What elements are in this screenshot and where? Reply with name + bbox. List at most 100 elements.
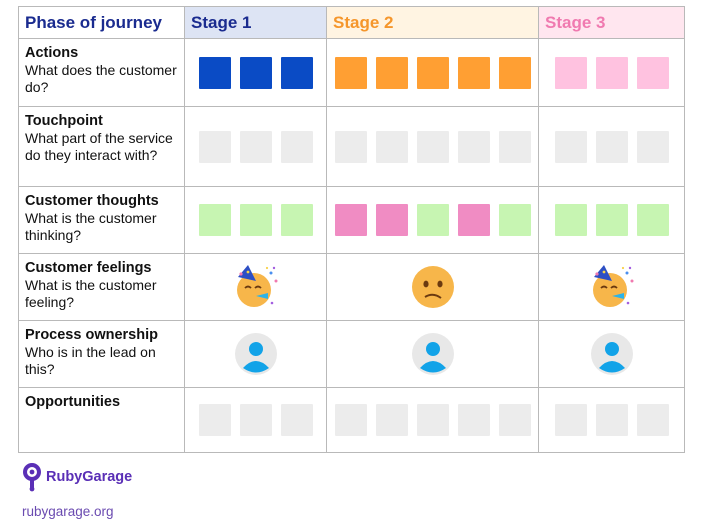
stage-2-header: Stage 2 bbox=[326, 6, 539, 39]
brand-name: RubyGarage bbox=[46, 469, 133, 485]
sticky-note-grey bbox=[280, 130, 313, 163]
row-label: Opportunities bbox=[18, 387, 185, 453]
stage-1-header: Stage 1 bbox=[184, 6, 327, 39]
row-title: Customer feelings bbox=[25, 260, 152, 276]
sticky-note-orange bbox=[334, 56, 367, 89]
row-title: Process ownership bbox=[25, 327, 158, 343]
cell-actions-stage-2 bbox=[326, 38, 539, 107]
cell-ownership-stage-2 bbox=[326, 320, 539, 388]
sticky-note-green bbox=[498, 204, 531, 236]
cell-feelings-stage-3 bbox=[538, 253, 685, 321]
sticky-note-green bbox=[554, 204, 587, 236]
cell-thoughts-stage-1 bbox=[184, 186, 327, 254]
sticky-note-grey bbox=[198, 404, 231, 436]
row-label: Actions What does the customer do? bbox=[18, 38, 185, 107]
sticky-note-pink bbox=[636, 56, 669, 89]
user-avatar-icon bbox=[590, 333, 633, 375]
row-label: Customer feelings What is the customer f… bbox=[18, 253, 185, 321]
cell-actions-stage-3 bbox=[538, 38, 685, 107]
sticky-note-grey bbox=[554, 404, 587, 436]
sticky-note-grey bbox=[239, 130, 272, 163]
user-avatar-icon bbox=[411, 333, 454, 375]
sticky-note-magenta bbox=[334, 204, 367, 236]
sticky-note-orange bbox=[498, 56, 531, 89]
stage-3-header: Stage 3 bbox=[538, 6, 685, 39]
sticky-note-grey bbox=[239, 404, 272, 436]
sticky-note-grey bbox=[457, 404, 490, 436]
cell-thoughts-stage-3 bbox=[538, 186, 685, 254]
cell-opportunities-stage-1 bbox=[184, 387, 327, 453]
cell-ownership-stage-1 bbox=[184, 320, 327, 388]
sticky-note-grey bbox=[334, 130, 367, 163]
cell-thoughts-stage-2 bbox=[326, 186, 539, 254]
row-description: What is the customer thinking? bbox=[25, 210, 157, 243]
row-label: Process ownership Who is in the lead on … bbox=[18, 320, 185, 388]
row-customer-feelings: Customer feelings What is the customer f… bbox=[18, 253, 685, 321]
row-title: Customer thoughts bbox=[25, 193, 159, 209]
sticky-note-green bbox=[198, 204, 231, 236]
sticky-note-green bbox=[416, 204, 449, 236]
sticky-note-grey bbox=[498, 130, 531, 163]
sticky-note-grey bbox=[636, 130, 669, 163]
site-url[interactable]: rubygarage.org bbox=[22, 504, 114, 519]
confused-face-icon bbox=[411, 266, 454, 308]
brand-logo[interactable]: RubyGarage bbox=[22, 462, 132, 492]
sticky-note-blue bbox=[198, 56, 231, 89]
sticky-note-magenta bbox=[457, 204, 490, 236]
sticky-note-pink bbox=[554, 56, 587, 89]
sticky-note-grey bbox=[498, 404, 531, 436]
sticky-note-magenta bbox=[375, 204, 408, 236]
sticky-note-grey bbox=[416, 130, 449, 163]
cell-touchpoint-stage-3 bbox=[538, 106, 685, 187]
row-touchpoint: Touchpoint What part of the service do t… bbox=[18, 106, 685, 187]
sticky-note-green bbox=[595, 204, 628, 236]
row-customer-thoughts: Customer thoughts What is the customer t… bbox=[18, 186, 685, 254]
cell-feelings-stage-2 bbox=[326, 253, 539, 321]
sticky-note-grey bbox=[595, 404, 628, 436]
sticky-note-orange bbox=[375, 56, 408, 89]
row-description: What is the customer feeling? bbox=[25, 277, 157, 310]
row-label: Customer thoughts What is the customer t… bbox=[18, 186, 185, 254]
cell-touchpoint-stage-1 bbox=[184, 106, 327, 187]
sticky-note-grey bbox=[375, 404, 408, 436]
cell-feelings-stage-1 bbox=[184, 253, 327, 321]
sticky-note-blue bbox=[239, 56, 272, 89]
sticky-note-grey bbox=[198, 130, 231, 163]
row-process-ownership: Process ownership Who is in the lead on … bbox=[18, 320, 685, 388]
sticky-note-orange bbox=[457, 56, 490, 89]
sticky-note-green bbox=[280, 204, 313, 236]
row-description: Who is in the lead on this? bbox=[25, 344, 156, 377]
row-opportunities: Opportunities bbox=[18, 387, 685, 453]
cell-opportunities-stage-3 bbox=[538, 387, 685, 453]
user-avatar-icon bbox=[234, 333, 277, 375]
row-title: Actions bbox=[25, 45, 79, 61]
rubygarage-logo-icon bbox=[23, 463, 41, 492]
sticky-note-grey bbox=[595, 130, 628, 163]
sticky-note-grey bbox=[334, 404, 367, 436]
party-face-icon bbox=[236, 265, 277, 307]
sticky-note-grey bbox=[554, 130, 587, 163]
footer: RubyGarage rubygarage.org bbox=[22, 462, 132, 519]
sticky-note-grey bbox=[457, 130, 490, 163]
cell-ownership-stage-3 bbox=[538, 320, 685, 388]
sticky-note-green bbox=[239, 204, 272, 236]
sticky-note-green bbox=[636, 204, 669, 236]
cell-actions-stage-1 bbox=[184, 38, 327, 107]
sticky-note-orange bbox=[416, 56, 449, 89]
phase-of-journey-header: Phase of journey bbox=[18, 6, 185, 39]
sticky-note-grey bbox=[636, 404, 669, 436]
row-title: Touchpoint bbox=[25, 113, 103, 129]
sticky-note-pink bbox=[595, 56, 628, 89]
row-description: What does the customer do? bbox=[25, 62, 177, 95]
row-actions: Actions What does the customer do? bbox=[18, 38, 685, 107]
customer-journey-map: Phase of journey Stage 1 Stage 2 Stage 3… bbox=[18, 6, 685, 453]
row-title: Opportunities bbox=[25, 394, 121, 410]
row-label: Touchpoint What part of the service do t… bbox=[18, 106, 185, 187]
cell-touchpoint-stage-2 bbox=[326, 106, 539, 187]
party-face-icon bbox=[592, 265, 633, 307]
row-description: What part of the service do they interac… bbox=[25, 130, 173, 163]
sticky-note-grey bbox=[280, 404, 313, 436]
sticky-note-blue bbox=[280, 56, 313, 89]
header-row: Phase of journey Stage 1 Stage 2 Stage 3 bbox=[18, 6, 685, 39]
sticky-note-grey bbox=[416, 404, 449, 436]
